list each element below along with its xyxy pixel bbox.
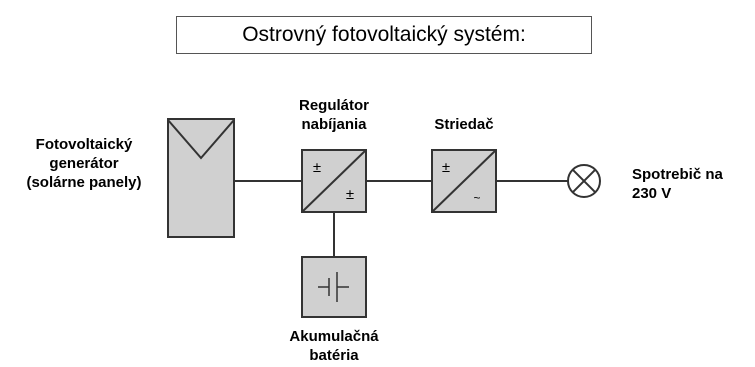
battery-label-line-2: batéria bbox=[309, 347, 359, 364]
load-label-line-1: Spotrebič na bbox=[632, 166, 723, 183]
regulator-label-line-1: Regulátor bbox=[298, 97, 369, 114]
generator-label-line-1: Fotovoltaický bbox=[35, 136, 133, 153]
diagram-title-box: Ostrovný fotovoltaický systém: bbox=[176, 16, 592, 54]
generator-label-line-2: generátor bbox=[49, 155, 119, 172]
dc-ac-inverter-icon: ± ~ bbox=[431, 149, 497, 213]
regulator-label-line-2: nabíjania bbox=[301, 116, 367, 133]
regulator-output-symbol: ± bbox=[346, 186, 354, 203]
regulator-input-symbol: ± bbox=[313, 159, 321, 176]
solar-panel-icon bbox=[167, 118, 235, 238]
inverter-label: Striedač bbox=[414, 115, 514, 134]
battery-label: Akumulačná batéria bbox=[264, 327, 404, 365]
diagram-title: Ostrovný fotovoltaický systém: bbox=[242, 23, 526, 46]
load-label-line-2: 230 V bbox=[632, 185, 672, 202]
load-label: Spotrebič na 230 V bbox=[632, 165, 754, 203]
generator-label-line-3: (solárne panely) bbox=[26, 174, 142, 191]
battery-icon bbox=[301, 256, 367, 318]
inverter-label-text: Striedač bbox=[434, 116, 494, 133]
generator-label: Fotovoltaický generátor (solárne panely) bbox=[2, 135, 166, 192]
inverter-output-symbol: ~ bbox=[473, 191, 480, 205]
inverter-input-symbol: ± bbox=[442, 159, 450, 176]
dc-dc-converter-icon: ± ± bbox=[301, 149, 367, 213]
lamp-icon bbox=[567, 164, 601, 198]
battery-label-line-1: Akumulačná bbox=[289, 328, 379, 345]
regulator-label: Regulátor nabíjania bbox=[274, 96, 394, 134]
